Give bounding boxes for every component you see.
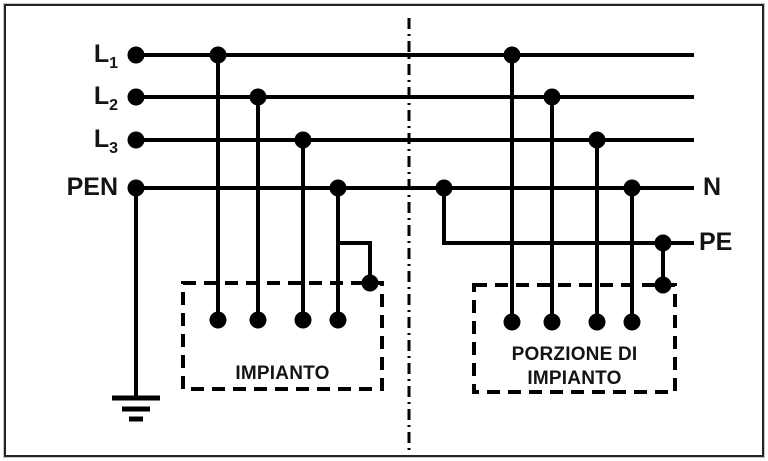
l2-start-dot bbox=[127, 88, 145, 106]
left-box-terminal-dot bbox=[249, 311, 267, 329]
porzione-box-label-line2: IMPIANTO bbox=[527, 368, 622, 389]
earth-ground-icon bbox=[112, 395, 160, 422]
pen-pe-branch-left bbox=[336, 241, 372, 285]
left-box-terminal-dot bbox=[329, 311, 347, 329]
pe-box-edge-dot bbox=[654, 276, 672, 294]
connection-dots bbox=[127, 46, 672, 331]
right-box-terminal-dot bbox=[623, 313, 641, 331]
l1-left-tap-dot bbox=[209, 46, 227, 64]
l3-right-tap-dot bbox=[588, 131, 606, 149]
left-box-terminal-dot bbox=[209, 311, 227, 329]
l1-label: L1 bbox=[93, 40, 118, 72]
pe-bus-dot bbox=[654, 234, 672, 252]
impianto-box-label: IMPIANTO bbox=[235, 363, 330, 384]
l2-right-tap-dot bbox=[543, 88, 561, 106]
conductor-lines bbox=[134, 53, 694, 400]
pen-left-tap-dot bbox=[329, 179, 347, 197]
left-box-terminal-dot bbox=[294, 311, 312, 329]
n-label: N bbox=[703, 173, 722, 201]
l3-label: L3 bbox=[93, 125, 118, 157]
right-box-terminal-dot bbox=[588, 313, 606, 331]
pen-start-dot bbox=[127, 179, 145, 197]
pen-split-dot bbox=[435, 179, 453, 197]
l1-subscript: 1 bbox=[109, 55, 118, 72]
l3-subscript: 3 bbox=[109, 140, 118, 157]
impianto-box bbox=[181, 281, 384, 391]
l2-label: L2 bbox=[93, 82, 118, 114]
pen-label: PEN bbox=[66, 173, 118, 201]
l1-right-tap-dot bbox=[503, 46, 521, 64]
l2-left-tap-dot bbox=[249, 88, 267, 106]
left-box-edge-dot bbox=[361, 274, 379, 292]
porzione-box-label: PORZIONE DI IMPIANTO bbox=[474, 343, 675, 391]
l2-subscript: 2 bbox=[109, 97, 118, 114]
dashed-boxes bbox=[181, 281, 677, 394]
l3-start-dot bbox=[127, 131, 145, 149]
l1-start-dot bbox=[127, 46, 145, 64]
l3-left-tap-dot bbox=[294, 131, 312, 149]
pe-label: PE bbox=[699, 228, 733, 256]
right-box-terminal-dot bbox=[543, 313, 561, 331]
right-box-terminal-dot bbox=[503, 313, 521, 331]
porzione-box bbox=[472, 283, 677, 394]
n-right-tap-dot bbox=[623, 179, 641, 197]
porzione-box-label-line1: PORZIONE DI bbox=[511, 344, 638, 365]
